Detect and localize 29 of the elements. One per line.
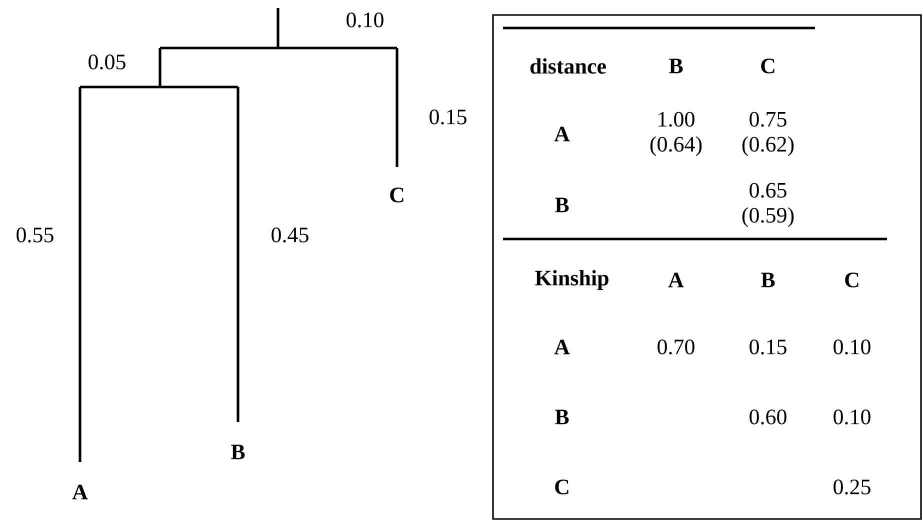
row-header: A bbox=[554, 126, 570, 142]
column-header: Kinship bbox=[535, 270, 608, 290]
column-header: A bbox=[668, 272, 684, 288]
branch-length: 0.10 bbox=[346, 12, 384, 28]
leaf-label: B bbox=[231, 444, 245, 460]
branch-length: 0.05 bbox=[88, 54, 126, 70]
table-value: 0.75 (0.62) bbox=[742, 112, 794, 156]
table-value: 0.70 bbox=[658, 340, 694, 354]
branch-length: 0.45 bbox=[272, 228, 308, 242]
row-header: B bbox=[555, 198, 569, 212]
column-header: C bbox=[845, 272, 858, 288]
table-value: 0.65 (0.59) bbox=[742, 182, 794, 228]
column-header: C bbox=[761, 58, 774, 74]
branch-length: 0.55 bbox=[16, 228, 54, 242]
branch-length: 0.15 bbox=[430, 110, 466, 124]
row-header: A bbox=[554, 340, 570, 354]
leaf-label: A bbox=[72, 484, 88, 500]
table-value: 0.15 bbox=[750, 340, 786, 354]
table-value: 1.00 (0.64) bbox=[650, 112, 702, 156]
leaf-label: C bbox=[390, 188, 404, 202]
column-header: B bbox=[761, 272, 775, 288]
column-header: B bbox=[669, 58, 683, 74]
table-value: 0.25 bbox=[834, 480, 870, 494]
row-header: B bbox=[555, 410, 569, 424]
table-value: 0.60 bbox=[750, 410, 786, 424]
column-header: distance bbox=[530, 58, 606, 74]
row-header: C bbox=[555, 480, 568, 494]
table-value: 0.10 bbox=[834, 340, 870, 354]
table-value: 0.10 bbox=[834, 410, 870, 424]
